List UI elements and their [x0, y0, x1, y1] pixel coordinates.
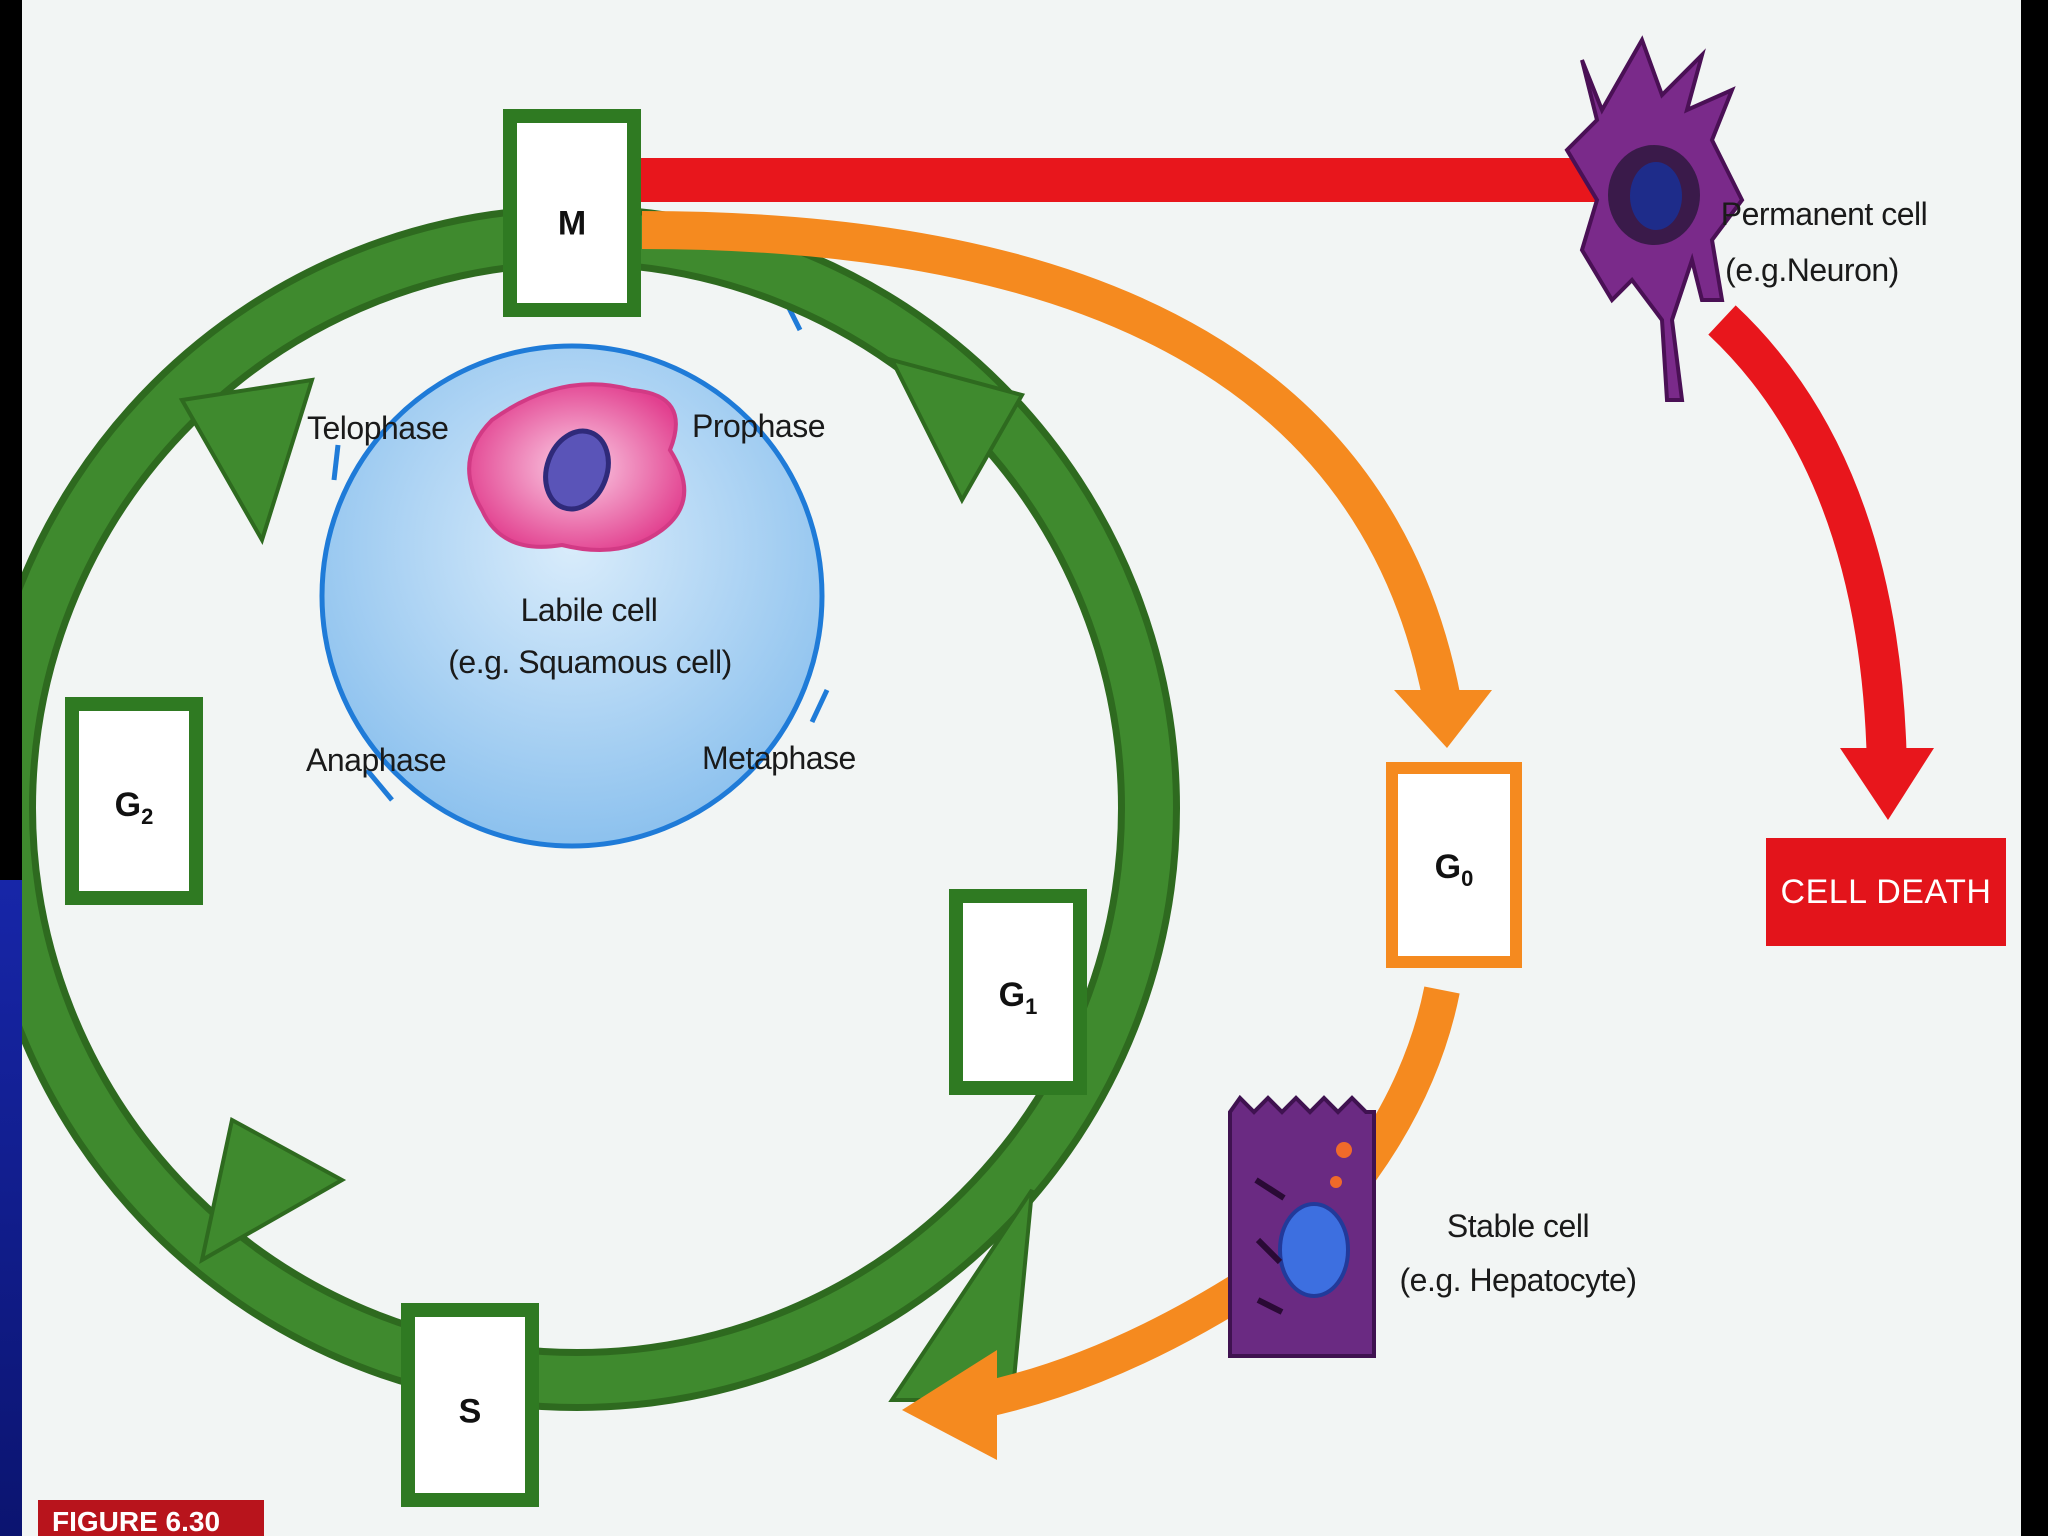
neuron-icon: [1564, 35, 1745, 402]
metaphase-label: Metaphase: [702, 740, 856, 776]
orange-path-to-g0: [641, 211, 1461, 704]
cycle-arrowhead-m-g1: [888, 356, 1026, 505]
labile-cell-icon: [467, 382, 687, 552]
permanent-cell-example: (e.g.Neuron): [1725, 252, 1899, 288]
g1-phase-label: G1: [998, 976, 1038, 1019]
labile-cell-name: Labile cell: [520, 592, 658, 628]
figure-tag: FIGURE 6.30: [38, 1500, 264, 1536]
m-phase-label: M: [557, 204, 587, 243]
red-path-to-death: [1708, 305, 1907, 771]
mitosis-arrow-metaphase: [809, 688, 830, 724]
figure-panel: M G2 G1 S G0 Telophase Prophase Metaphas…: [22, 0, 2021, 1536]
m-phase-box: [503, 109, 641, 317]
permanent-cell-name: Permanent cell: [1720, 196, 1928, 232]
orange-arrowhead-g0: [1394, 690, 1492, 748]
telophase-label: Telophase: [307, 410, 449, 446]
slide-left-bar: [0, 880, 22, 1536]
labile-cell-example: (e.g. Squamous cell): [448, 644, 732, 680]
prophase-label: Prophase: [692, 408, 825, 444]
stable-cell-name: Stable cell: [1446, 1208, 1590, 1244]
g0-phase-box: [1386, 762, 1522, 968]
g2-phase-box: [65, 697, 203, 905]
anaphase-label: Anaphase: [306, 742, 447, 778]
cell-death-label: CELL DEATH: [1780, 872, 1992, 911]
mitosis-arrow-anaphase: [365, 768, 394, 802]
orange-arrowhead-return: [902, 1350, 997, 1460]
s-phase-label: S: [458, 1392, 482, 1431]
mitosis-circle: [319, 343, 825, 849]
g2-phase-label: G2: [114, 786, 154, 829]
cell-death-box: CELL DEATH: [1766, 838, 2006, 946]
g1-phase-box: [949, 889, 1087, 1095]
cycle-arrowhead-s-g2: [199, 1116, 347, 1264]
g0-phase-label: G0: [1434, 848, 1474, 891]
cell-cycle-diagram: [22, 35, 1934, 1507]
stable-cell-example: (e.g. Hepatocyte): [1399, 1262, 1637, 1298]
cycle-arrowhead-g2-m: [178, 377, 315, 545]
red-arrowhead-death: [1840, 748, 1934, 820]
hepatocyte-icon: [1228, 1094, 1376, 1358]
s-phase-box: [401, 1303, 539, 1507]
mitosis-arrow-telophase: [331, 444, 341, 481]
